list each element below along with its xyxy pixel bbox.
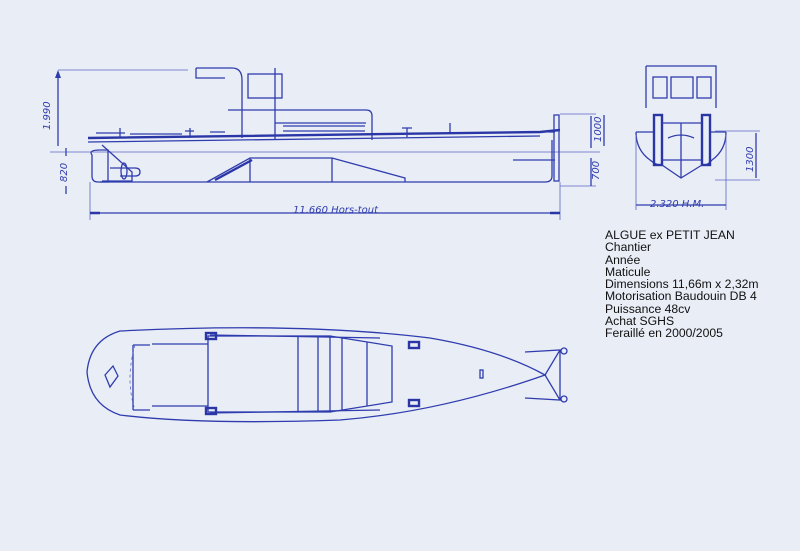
dim-front-height-label: 1300: [745, 147, 756, 172]
info-motorisation: Motorisation Baudouin DB 4: [605, 289, 757, 304]
front-view: 2.320 H.M. 1300: [603, 65, 760, 210]
info-ferraille: Feraillé en 2000/2005: [605, 326, 723, 341]
info-annee: Année: [605, 252, 641, 267]
info-chantier: Chantier: [605, 240, 652, 255]
info-puissance: Puissance 48cv: [605, 301, 691, 316]
boat-title: ALGUE ex PETIT JEAN: [605, 228, 735, 242]
plan-view: [86, 327, 568, 423]
info-achat: Achat SGHS: [605, 314, 675, 329]
info-matricule: Maticule: [605, 264, 651, 279]
info-dimensions: Dimensions 11,66m x 2,32m: [605, 277, 759, 292]
dim-draft-label: 820: [59, 163, 70, 182]
boat-info-panel: ALGUE ex PETIT JEAN Chantier Année Matic…: [605, 229, 759, 340]
dim-stern-height-label: 1000: [593, 117, 604, 142]
dim-height-label: 1.990: [42, 101, 53, 130]
dim-stern-draft-label: 700: [591, 161, 602, 180]
side-view: 1.990 820 1000 700: [42, 67, 604, 220]
dim-beam-label: 2.320 H.M.: [650, 199, 704, 210]
dim-length-label: 11.660 Hors-tout: [293, 205, 379, 216]
